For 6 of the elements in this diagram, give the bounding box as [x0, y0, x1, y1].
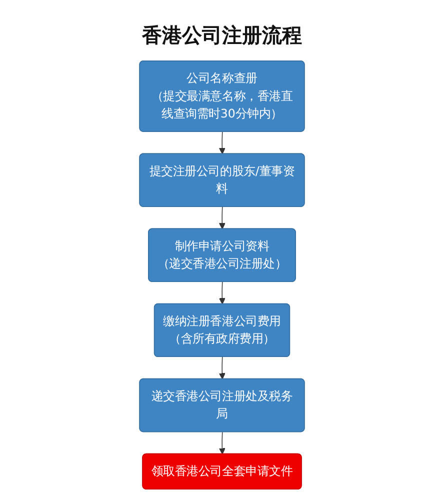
- diagram-title: 香港公司注册流程: [140, 22, 303, 49]
- arrow: [218, 206, 226, 230]
- arrow: [218, 356, 226, 380]
- arrow: [218, 132, 226, 154]
- arrow: [218, 282, 226, 304]
- arrow: [218, 432, 226, 454]
